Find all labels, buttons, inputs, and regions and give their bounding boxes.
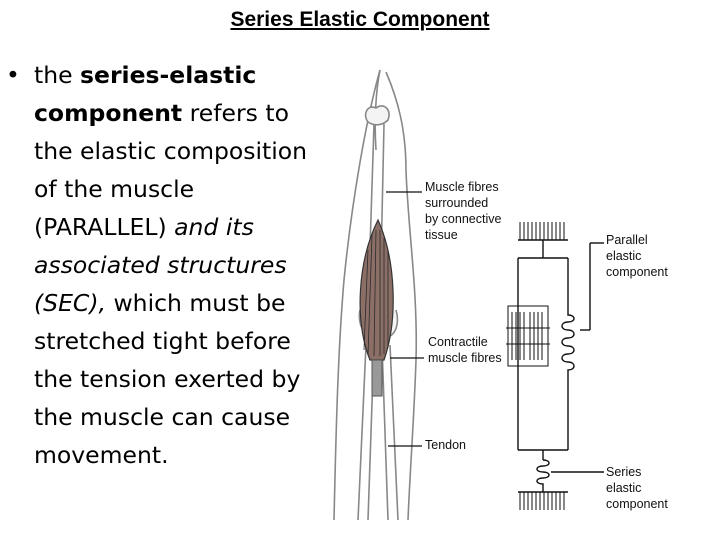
label-parallel-elastic: Parallel elastic component <box>606 233 668 279</box>
bullet-bold-term: series-elastic component <box>34 61 257 127</box>
svg-text:tissue: tissue <box>425 228 458 242</box>
top-attachment <box>518 222 568 241</box>
label-contractile: Contractile muscle fibres <box>428 335 502 365</box>
label-muscle-fibres: Muscle fibres surrounded by connective t… <box>425 180 501 242</box>
svg-text:Series: Series <box>606 465 641 479</box>
bullet-italic-phrase: and its associated structures (SEC), <box>34 213 287 317</box>
svg-text:by connective: by connective <box>425 212 501 226</box>
bullet-marker: • <box>6 61 20 89</box>
label-series-elastic: Series elastic component <box>606 465 668 511</box>
bottom-attachment <box>518 491 568 510</box>
muscle-model-figure: Muscle fibres surrounded by connective t… <box>318 60 718 530</box>
bullet-text-part1: the <box>34 61 81 89</box>
slide-title-text: Series Elastic Component <box>230 8 490 31</box>
svg-text:muscle fibres: muscle fibres <box>428 351 502 365</box>
svg-text:Parallel: Parallel <box>606 233 648 247</box>
series-spring <box>536 450 550 492</box>
mechanical-model <box>506 222 604 510</box>
svg-text:elastic: elastic <box>606 249 641 263</box>
contractile-element <box>506 305 550 367</box>
biceps-muscle <box>359 218 394 397</box>
slide-title: Series Elastic Component <box>0 8 720 32</box>
label-tendon: Tendon <box>425 438 466 452</box>
parallel-spring <box>561 302 575 390</box>
bullet-point: • the series-elastic component refers to… <box>6 56 324 474</box>
svg-text:component: component <box>606 265 668 279</box>
svg-text:Contractile: Contractile <box>428 335 488 349</box>
svg-text:Muscle fibres: Muscle fibres <box>425 180 499 194</box>
svg-text:Tendon: Tendon <box>425 438 466 452</box>
bullet-text-part3: which must be stretched tight before the… <box>34 289 301 469</box>
svg-text:elastic: elastic <box>606 481 641 495</box>
bullet-text-part2: refers to the elastic composition of the… <box>34 99 308 241</box>
svg-text:surrounded: surrounded <box>425 196 488 210</box>
svg-text:component: component <box>606 497 668 511</box>
leader-lines <box>386 191 424 447</box>
bullet-text: the series-elastic component refers to t… <box>34 56 324 474</box>
